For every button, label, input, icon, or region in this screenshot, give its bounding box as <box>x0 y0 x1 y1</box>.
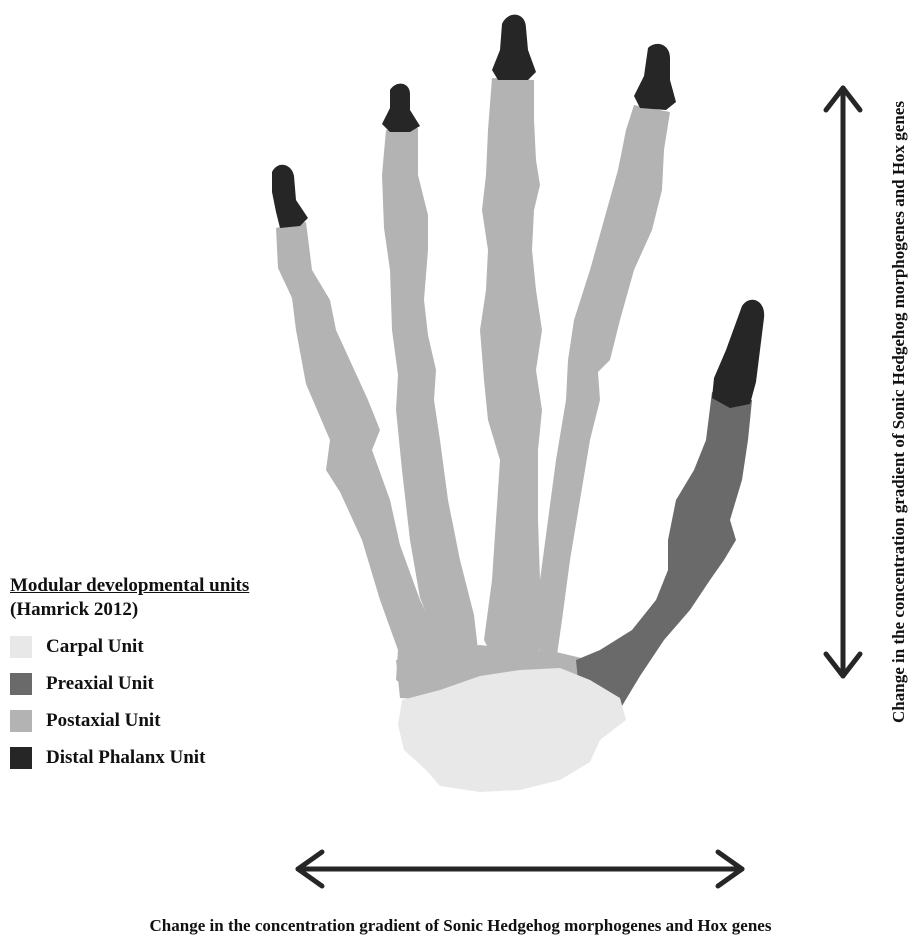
legend-item-preaxial: Preaxial Unit <box>10 665 330 702</box>
preaxial-swatch <box>10 673 32 695</box>
legend-label-carpal: Carpal Unit <box>46 636 144 658</box>
horizontal-gradient-caption: Change in the concentration gradient of … <box>0 916 921 936</box>
distal-phalanx-swatch <box>10 747 32 769</box>
preaxial-unit <box>576 392 752 706</box>
legend-item-distal-phalanx: Distal Phalanx Unit <box>10 739 330 776</box>
legend: Modular developmental units (Hamrick 201… <box>10 574 330 776</box>
legend-label-postaxial: Postaxial Unit <box>46 710 161 732</box>
middle-finger-tip <box>492 15 536 80</box>
thumb-tip <box>712 300 764 408</box>
thumb-bones <box>576 392 752 706</box>
vertical-gradient-arrow <box>826 88 860 676</box>
index-finger-tip <box>634 44 676 110</box>
little-finger-tip <box>272 165 308 228</box>
legend-label-distal-phalanx: Distal Phalanx Unit <box>46 747 205 769</box>
legend-item-carpal: Carpal Unit <box>10 628 330 665</box>
legend-subtitle: (Hamrick 2012) <box>10 598 330 622</box>
horizontal-gradient-arrow <box>298 852 742 886</box>
legend-label-preaxial: Preaxial Unit <box>46 673 154 695</box>
ring-finger-tip <box>382 84 420 132</box>
middle-finger-bones <box>480 78 544 668</box>
postaxial-swatch <box>10 710 32 732</box>
index-finger-bones <box>536 105 670 668</box>
postaxial-unit <box>276 78 670 700</box>
legend-title: Modular developmental units <box>10 574 330 598</box>
legend-item-postaxial: Postaxial Unit <box>10 702 330 739</box>
carpal-swatch <box>10 636 32 658</box>
vertical-gradient-caption: Change in the concentration gradient of … <box>889 12 909 812</box>
